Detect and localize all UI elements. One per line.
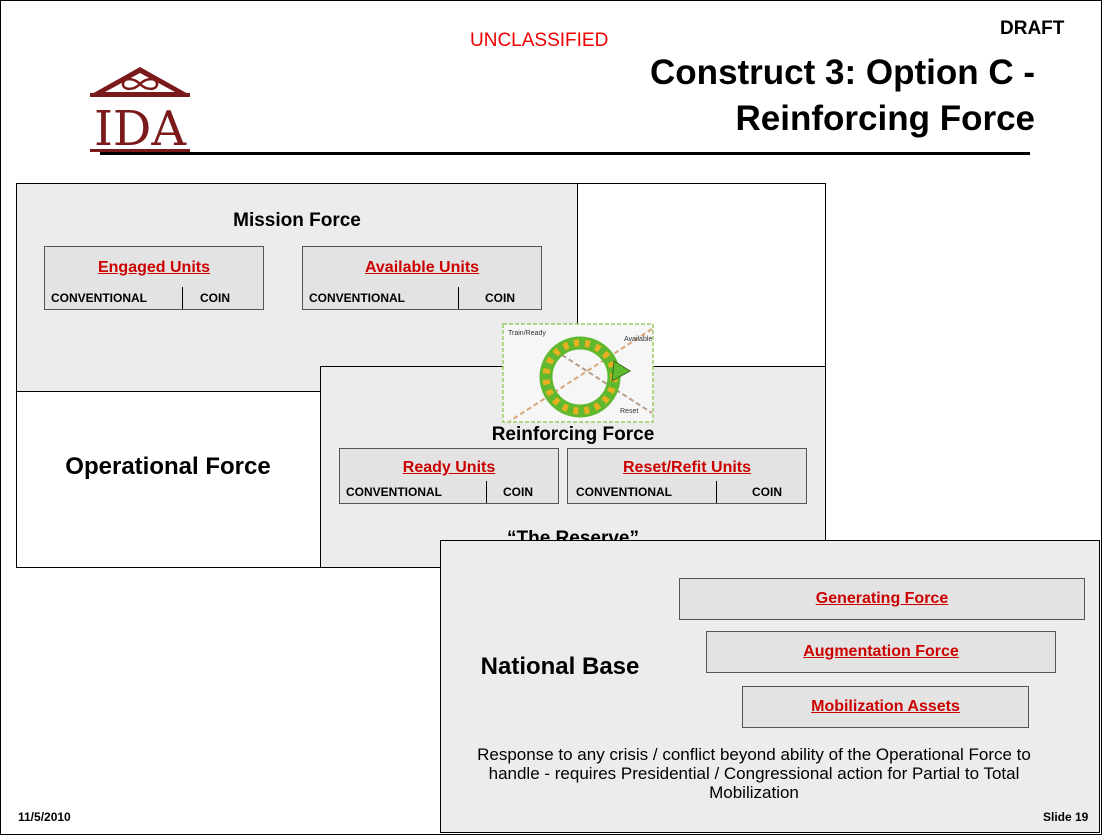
slide-title: Construct 3: Option C - Reinforcing Forc… bbox=[520, 50, 1035, 142]
unit-divider bbox=[182, 287, 183, 309]
mission-force-title: Mission Force bbox=[233, 210, 361, 231]
classification-label: UNCLASSIFIED bbox=[470, 30, 609, 51]
available-coin: COIN bbox=[485, 291, 515, 305]
slide-title-line1: Construct 3: Option C - bbox=[650, 53, 1035, 92]
operational-force-label: Operational Force bbox=[65, 453, 271, 480]
cycle-label: Available bbox=[624, 336, 652, 343]
ready-units-link[interactable]: Ready Units bbox=[402, 459, 496, 476]
available-units-link[interactable]: Available Units bbox=[364, 259, 480, 276]
footer-date: 11/5/2010 bbox=[18, 810, 71, 824]
cycle-label: Train/Ready bbox=[508, 330, 546, 337]
ready-units-box[interactable]: Ready Units CONVENTIONAL COIN bbox=[339, 448, 559, 504]
engaged-units-link[interactable]: Engaged Units bbox=[97, 259, 210, 276]
available-units-box[interactable]: Available Units CONVENTIONAL COIN bbox=[302, 246, 542, 310]
slide-title-line2: Reinforcing Force bbox=[735, 99, 1035, 138]
force-cycle-graphic: Train/Ready Available Reset bbox=[502, 323, 654, 423]
unit-divider bbox=[458, 287, 459, 309]
engaged-units-box[interactable]: Engaged Units CONVENTIONAL COIN bbox=[44, 246, 264, 310]
engaged-conventional: CONVENTIONAL bbox=[51, 291, 147, 305]
unit-divider bbox=[716, 481, 717, 503]
reset-refit-units-box[interactable]: Reset/Refit Units CONVENTIONAL COIN bbox=[567, 448, 807, 504]
ready-conventional: CONVENTIONAL bbox=[346, 485, 442, 499]
generating-force-link[interactable]: Generating Force bbox=[679, 578, 1085, 620]
available-conventional: CONVENTIONAL bbox=[309, 291, 405, 305]
reset-refit-units-link[interactable]: Reset/Refit Units bbox=[622, 459, 752, 476]
logo-text: IDA bbox=[94, 101, 187, 155]
engaged-coin: COIN bbox=[200, 291, 230, 305]
augmentation-force-link[interactable]: Augmentation Force bbox=[706, 631, 1056, 673]
slide-number: Slide 19 bbox=[1043, 810, 1089, 824]
national-base-description: Response to any crisis / conflict beyond… bbox=[477, 745, 1031, 802]
cycle-label: Reset bbox=[620, 408, 638, 415]
ready-coin: COIN bbox=[503, 485, 533, 499]
mobilization-assets-link[interactable]: Mobilization Assets bbox=[742, 686, 1029, 728]
reset-coin: COIN bbox=[752, 485, 782, 499]
reset-conventional: CONVENTIONAL bbox=[576, 485, 672, 499]
draft-label: DRAFT bbox=[1000, 18, 1065, 39]
ida-logo: IDA bbox=[85, 65, 195, 157]
national-base-label: National Base bbox=[480, 653, 640, 680]
unit-divider bbox=[486, 481, 487, 503]
title-divider bbox=[100, 152, 1030, 155]
reinforcing-force-title: Reinforcing Force bbox=[491, 424, 655, 445]
